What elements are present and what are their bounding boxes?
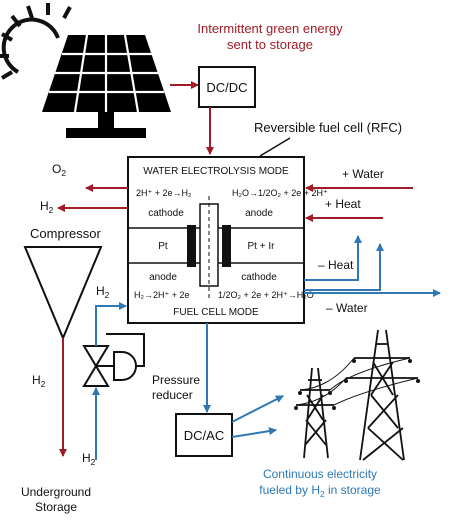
minus-water-label: – Water: [326, 301, 368, 315]
h2-storage-label: H2: [32, 373, 46, 389]
plus-heat-label: + Heat: [325, 197, 361, 211]
anode-reaction-bottom: H₂→2H⁺ + 2e: [134, 290, 190, 300]
membrane: [187, 196, 231, 298]
continuous-label-1: Continuous electricity: [263, 467, 377, 481]
heat-out-arrow: [304, 235, 362, 281]
pt-label: Pt: [158, 241, 168, 252]
minus-heat-label: – Heat: [318, 258, 354, 272]
transmission-tower-icon: [294, 329, 420, 461]
dcac-box: [175, 413, 233, 457]
pressure-reducer-label-2: reducer: [152, 388, 193, 402]
valve-icon: [82, 333, 145, 387]
h2-out-label: H2: [40, 199, 54, 215]
anode-reaction-top: H₂O→1/2O₂ + 2e + 2H⁺: [232, 188, 328, 198]
dcdc-label: DC/DC: [206, 80, 247, 95]
rfc-pointer: [259, 137, 291, 157]
cathode-label-bottom: cathode: [241, 272, 277, 283]
water-up-arrow: [304, 243, 384, 291]
underground-label-2: Storage: [35, 500, 77, 514]
compressor-label: Compressor: [30, 226, 101, 241]
fuel-cell-mode-label: FUEL CELL MODE: [173, 307, 259, 318]
sun-icon: [0, 3, 72, 80]
h2-valve-label: H2: [96, 284, 110, 300]
dcac-to-grid-arrow-1: [231, 395, 284, 423]
electrolysis-mode-label: WATER ELECTROLYSIS MODE: [143, 166, 289, 177]
anode-label-bottom: anode: [149, 272, 177, 283]
o2-label: O2: [52, 162, 66, 178]
dcac-label: DC/AC: [184, 428, 224, 443]
pressure-reducer-label-1: Pressure: [152, 373, 200, 387]
dcdc-box: [198, 66, 256, 108]
green-energy-label-1: Intermittent green energy: [197, 21, 343, 36]
cathode-reaction-bottom: 1/2O₂ + 2e + 2H⁺→H₂O: [218, 290, 314, 300]
h2-return-label: H2: [82, 451, 96, 467]
compressor-icon: [23, 246, 103, 341]
rfc-label: Reversible fuel cell (RFC): [254, 120, 402, 135]
dcac-to-grid-arrow-2: [231, 427, 277, 438]
valve-to-rfc-arrow: [95, 302, 127, 346]
green-energy-label-2: sent to storage: [227, 37, 313, 52]
pt-ir-label: Pt + Ir: [248, 241, 276, 252]
cathode-label-top: cathode: [148, 208, 184, 219]
cathode-reaction-top: 2H⁺ + 2e→H₂: [136, 188, 192, 198]
anode-label-top: anode: [245, 208, 273, 219]
solar-panel-icon: [42, 34, 171, 138]
underground-label-1: Underground: [21, 485, 91, 499]
continuous-label-2: fueled by H2 in storage: [259, 483, 381, 499]
plus-water-label: + Water: [342, 167, 384, 181]
